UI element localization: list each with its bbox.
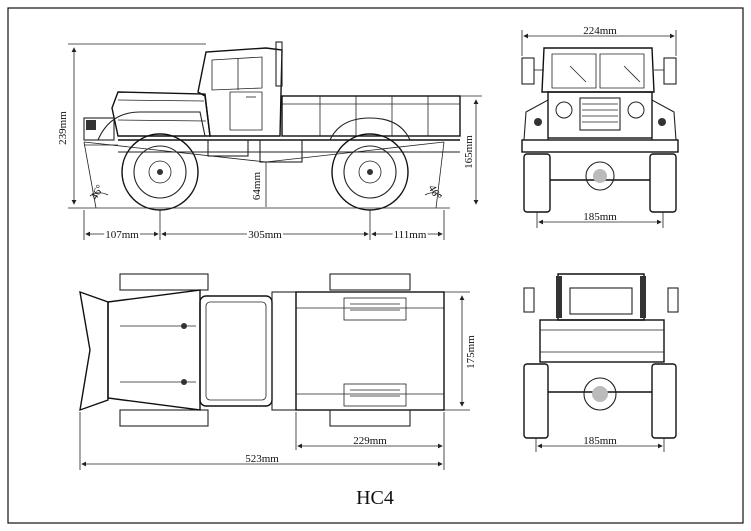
dim-total-length: 523mm (245, 453, 279, 465)
dim-rear-overhang: 111mm (394, 229, 427, 241)
sheet-border (7, 7, 744, 524)
dim-height-total: 239mm (57, 111, 69, 145)
drawing-title: HC4 (356, 487, 394, 509)
dim-height-bed: 165mm (463, 135, 475, 169)
dim-wheelbase: 305mm (248, 229, 282, 241)
dim-ground-clearance: 64mm (251, 172, 263, 201)
rear-wheel (331, 133, 409, 211)
dim-departure-angle: 46° (426, 183, 444, 202)
dim-bed-length: 229mm (353, 435, 387, 447)
front-wheel (121, 133, 199, 211)
front-view: 224mm 185mm (521, 25, 679, 228)
dim-bed-width: 175mm (465, 335, 477, 369)
rear-view: 185mm (523, 273, 679, 452)
dim-front-overhang: 107mm (105, 229, 139, 241)
dim-approach-angle: 46° (88, 183, 106, 202)
dim-front-width: 224mm (583, 25, 617, 37)
dim-rear-track: 185mm (583, 435, 617, 447)
dim-front-track: 185mm (583, 211, 617, 223)
side-view: 239mm 165mm 64mm 46° 46° 107mm 305mm 111… (57, 41, 482, 243)
top-view: 175mm 229mm 523mm (79, 273, 477, 470)
